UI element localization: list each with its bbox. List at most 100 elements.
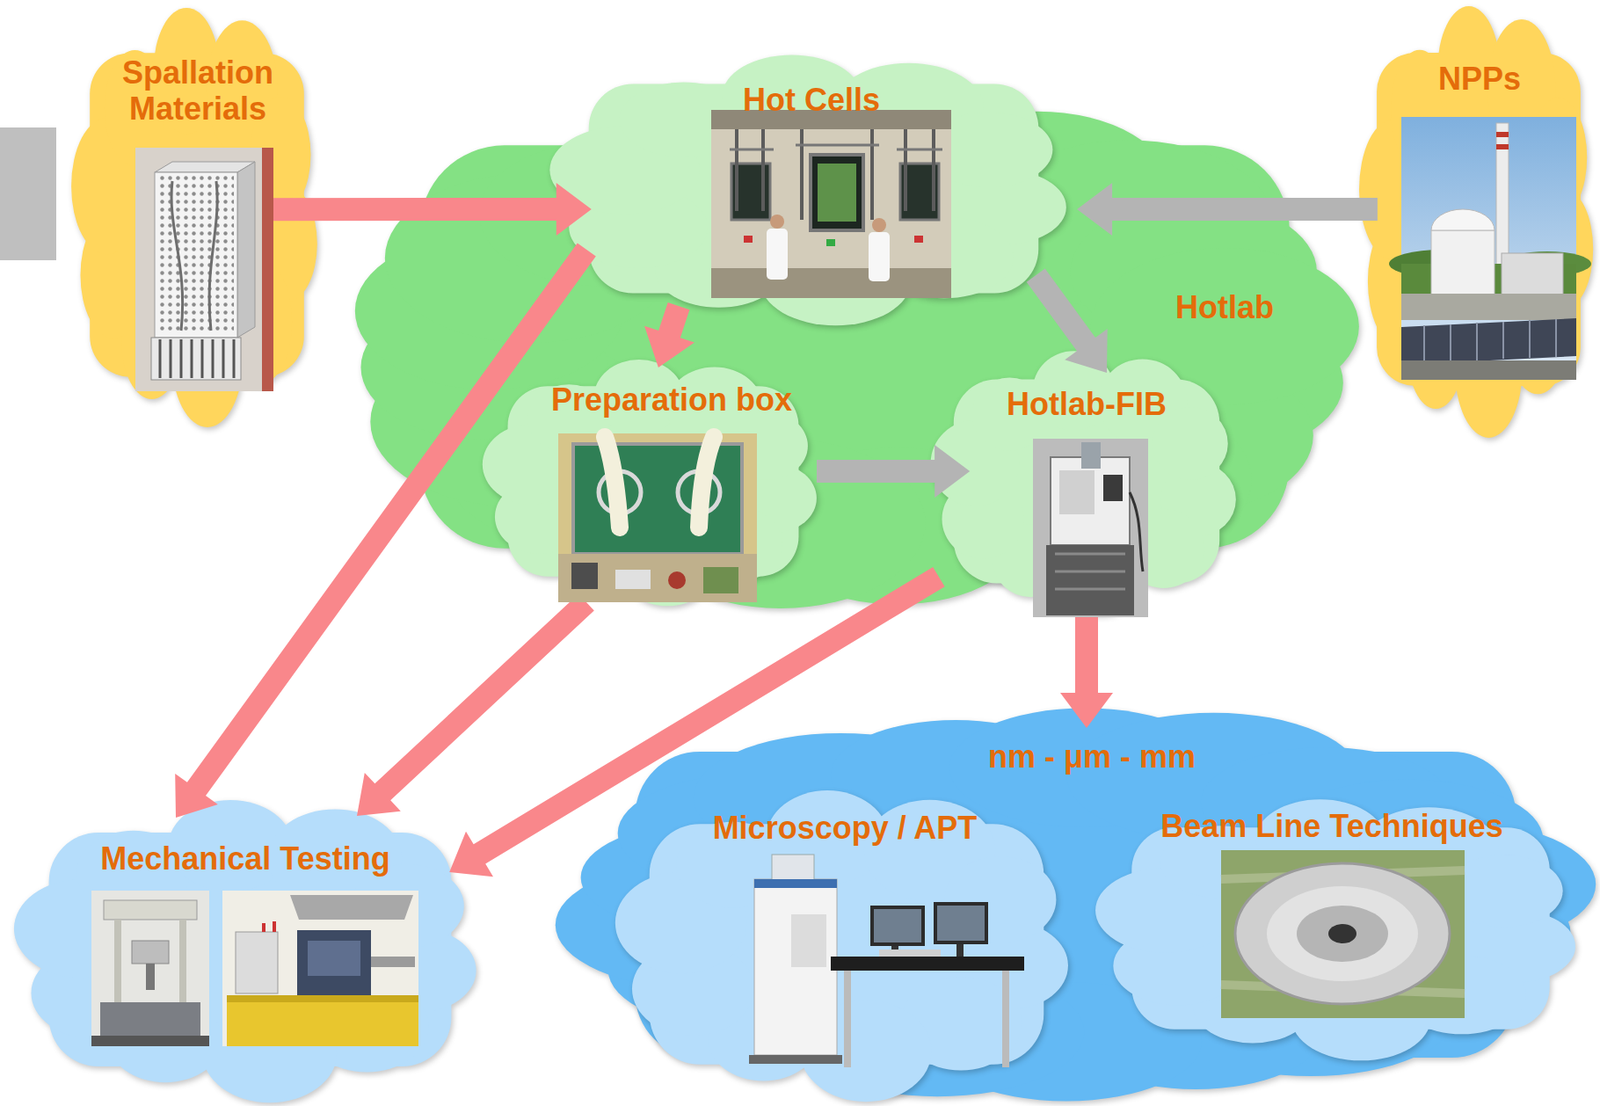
fib-instrument-photo bbox=[1103, 474, 1123, 502]
electron-microscope-photo bbox=[937, 905, 985, 941]
cloud-bump bbox=[930, 420, 1020, 507]
hot-cells-photo bbox=[743, 235, 753, 243]
cloud-node: Preparation box bbox=[480, 356, 827, 607]
cloud-bump bbox=[203, 1003, 338, 1103]
cloud-node: Hotlab-FIB bbox=[928, 347, 1245, 616]
cloud-bump bbox=[550, 521, 633, 590]
cloud-node: nm - μm - mm Microscopy / APT Beam Line Te… bbox=[551, 703, 1600, 1106]
fib-instrument-photo bbox=[1054, 553, 1126, 590]
preparation-box-photo bbox=[558, 433, 757, 603]
electron-microscope-photo bbox=[843, 970, 851, 1068]
cloud-bump bbox=[790, 967, 1084, 1098]
mechanical-testing-photo bbox=[307, 940, 361, 976]
spallation-target-photo bbox=[135, 147, 274, 392]
mechanical-testing-photo bbox=[222, 890, 419, 1047]
cloud-node: Spallation Materials bbox=[69, 1, 325, 429]
cloud-bump bbox=[1122, 509, 1205, 589]
synchrotron-aerial-photo bbox=[1235, 863, 1450, 1004]
hot-cells-photo bbox=[810, 154, 864, 231]
cloud-bump bbox=[619, 82, 748, 158]
cloud-bump bbox=[355, 232, 624, 390]
cloud-bump bbox=[725, 411, 808, 480]
cloud-bump bbox=[1320, 877, 1571, 988]
arrow-connector bbox=[356, 593, 595, 816]
cloud-core bbox=[634, 751, 1516, 1058]
fib-instrument-photo bbox=[1059, 470, 1095, 515]
electron-microscope-photo bbox=[754, 879, 837, 888]
node-label: Microscopy / APT bbox=[712, 809, 978, 846]
synchrotron-aerial-photo bbox=[1221, 850, 1465, 1019]
nuclear-power-plant-photo bbox=[1389, 116, 1592, 380]
cloud-bump bbox=[482, 424, 580, 505]
arrow-connector bbox=[1076, 182, 1378, 236]
fib-instrument-photo bbox=[1032, 438, 1149, 618]
node-label: Beam Line Techniques bbox=[1160, 807, 1503, 844]
synchrotron-aerial-photo bbox=[1296, 905, 1389, 962]
cloud-bump bbox=[494, 480, 585, 554]
spallation-target-photo bbox=[135, 147, 274, 392]
node-label: Hotlab bbox=[1175, 289, 1274, 326]
mechanical-testing-photo bbox=[263, 921, 275, 932]
cloud-core bbox=[1376, 52, 1581, 386]
nuclear-power-plant-photo bbox=[1501, 253, 1564, 298]
mechanical-testing-photo bbox=[290, 894, 414, 920]
cloud-bump bbox=[171, 290, 243, 428]
cloud-bump bbox=[14, 879, 149, 978]
spallation-target-photo bbox=[261, 147, 274, 392]
node-label: nm - μm - mm bbox=[988, 738, 1196, 775]
preparation-box-photo bbox=[558, 553, 757, 603]
hot-cells-photo bbox=[817, 163, 857, 222]
mechanical-testing-photo bbox=[100, 1002, 201, 1036]
cloud-bump bbox=[635, 438, 926, 609]
nuclear-power-plant-photo bbox=[1431, 209, 1495, 231]
cloud-bump bbox=[1160, 463, 1237, 537]
electron-microscope-photo bbox=[933, 901, 989, 945]
electron-microscope-photo bbox=[1002, 970, 1010, 1068]
electron-microscope-photo bbox=[791, 914, 827, 968]
node-label: Preparation box bbox=[551, 381, 793, 418]
cloud-bump bbox=[225, 258, 292, 386]
electron-microscope-photo bbox=[749, 1054, 843, 1064]
mechanical-testing-photo bbox=[91, 890, 419, 1047]
cloud-bump bbox=[700, 952, 951, 1062]
electron-microscope-photo bbox=[873, 909, 922, 943]
cloud-bump bbox=[362, 928, 477, 1012]
node-label: Hot Cells bbox=[742, 81, 880, 118]
cloud-bump bbox=[938, 169, 1067, 245]
electron-microscope-photo bbox=[749, 854, 1025, 1068]
mechanical-testing-photo bbox=[145, 963, 155, 990]
nuclear-power-plant-photo bbox=[1401, 116, 1577, 380]
preparation-box-photo bbox=[615, 569, 651, 590]
cloud-bump bbox=[608, 910, 880, 1031]
electron-microscope-photo bbox=[879, 949, 941, 957]
cloud-bump bbox=[707, 995, 820, 1082]
nuclear-power-plant-photo bbox=[1401, 318, 1577, 365]
cloud-node: Beam Line Techniques bbox=[1091, 795, 1590, 1062]
cloud-bump bbox=[763, 447, 1032, 604]
fib-instrument-photo bbox=[1046, 545, 1135, 616]
mechanical-testing-photo bbox=[179, 919, 187, 1003]
nuclear-power-plant-photo bbox=[1496, 131, 1509, 138]
cloud-bump bbox=[615, 872, 748, 974]
cloud-bump bbox=[1396, 955, 1527, 1034]
cloud-core bbox=[953, 379, 1220, 584]
spallation-target-photo bbox=[160, 339, 234, 379]
preparation-box-photo bbox=[604, 436, 714, 528]
cloud-bump bbox=[479, 141, 726, 286]
cloud-bump bbox=[1070, 979, 1321, 1090]
spallation-target-photo bbox=[151, 337, 241, 380]
node-label: Mechanical Testing bbox=[100, 840, 390, 877]
nuclear-power-plant-photo bbox=[1424, 319, 1557, 363]
mechanical-testing-photo bbox=[103, 900, 197, 920]
cloud-bump bbox=[924, 112, 1053, 188]
cloud-bump bbox=[1444, 854, 1564, 927]
hot-cells-photo bbox=[736, 129, 934, 220]
nuclear-power-plant-photo bbox=[1496, 144, 1509, 150]
mechanical-testing-photo bbox=[297, 930, 371, 996]
cloud-bump bbox=[1291, 975, 1431, 1062]
mechanical-testing-photo bbox=[131, 940, 169, 964]
cloud-bump bbox=[1367, 216, 1431, 347]
cloud-bump bbox=[886, 438, 1133, 583]
cloud-bump bbox=[956, 922, 1069, 1009]
